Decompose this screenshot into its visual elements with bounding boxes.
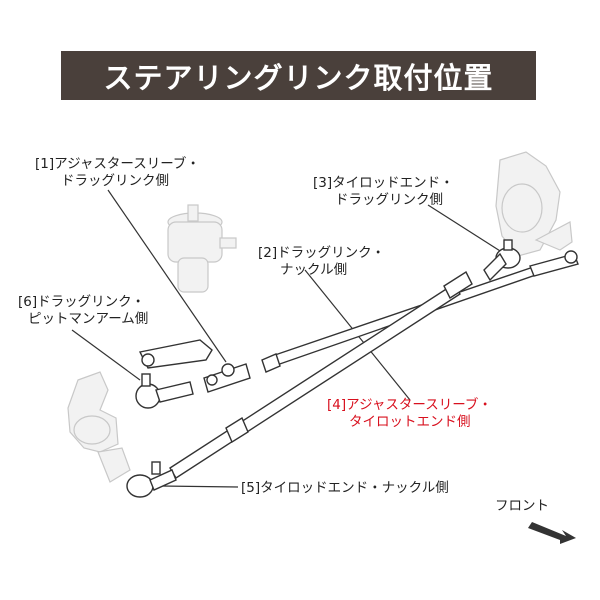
adjuster-sleeve (203, 363, 251, 393)
label-6: [6]ドラッグリンク・ ピットマンアーム側 (18, 294, 149, 327)
front-label: フロント (495, 498, 549, 514)
drag-link-pitman-end (135, 373, 194, 409)
label-3: [3]タイロッドエンド・ ドラッグリンク側 (313, 175, 454, 208)
right-knuckle (495, 151, 573, 257)
left-knuckle (67, 371, 131, 483)
label-1: [1]アジャスタースリーブ・ ドラッグリンク側 (35, 156, 200, 189)
label-2: [2]ドラッグリンク・ ナックル側 (258, 245, 385, 278)
steering-gearbox (167, 204, 237, 293)
label-5: [5]タイロッドエンド・ナックル側 (241, 480, 449, 496)
pitman-arm (138, 339, 213, 369)
label-4: [4]アジャスタースリーブ・ タイロットエンド側 (327, 397, 492, 430)
tie-rod-end-drag-link-side (483, 239, 521, 282)
front-arrow-icon (528, 522, 576, 544)
tie-rod-end-knuckle-side (126, 461, 177, 498)
title-bar: ステアリングリンク取付位置 (61, 51, 536, 100)
page-title: ステアリングリンク取付位置 (103, 60, 494, 95)
